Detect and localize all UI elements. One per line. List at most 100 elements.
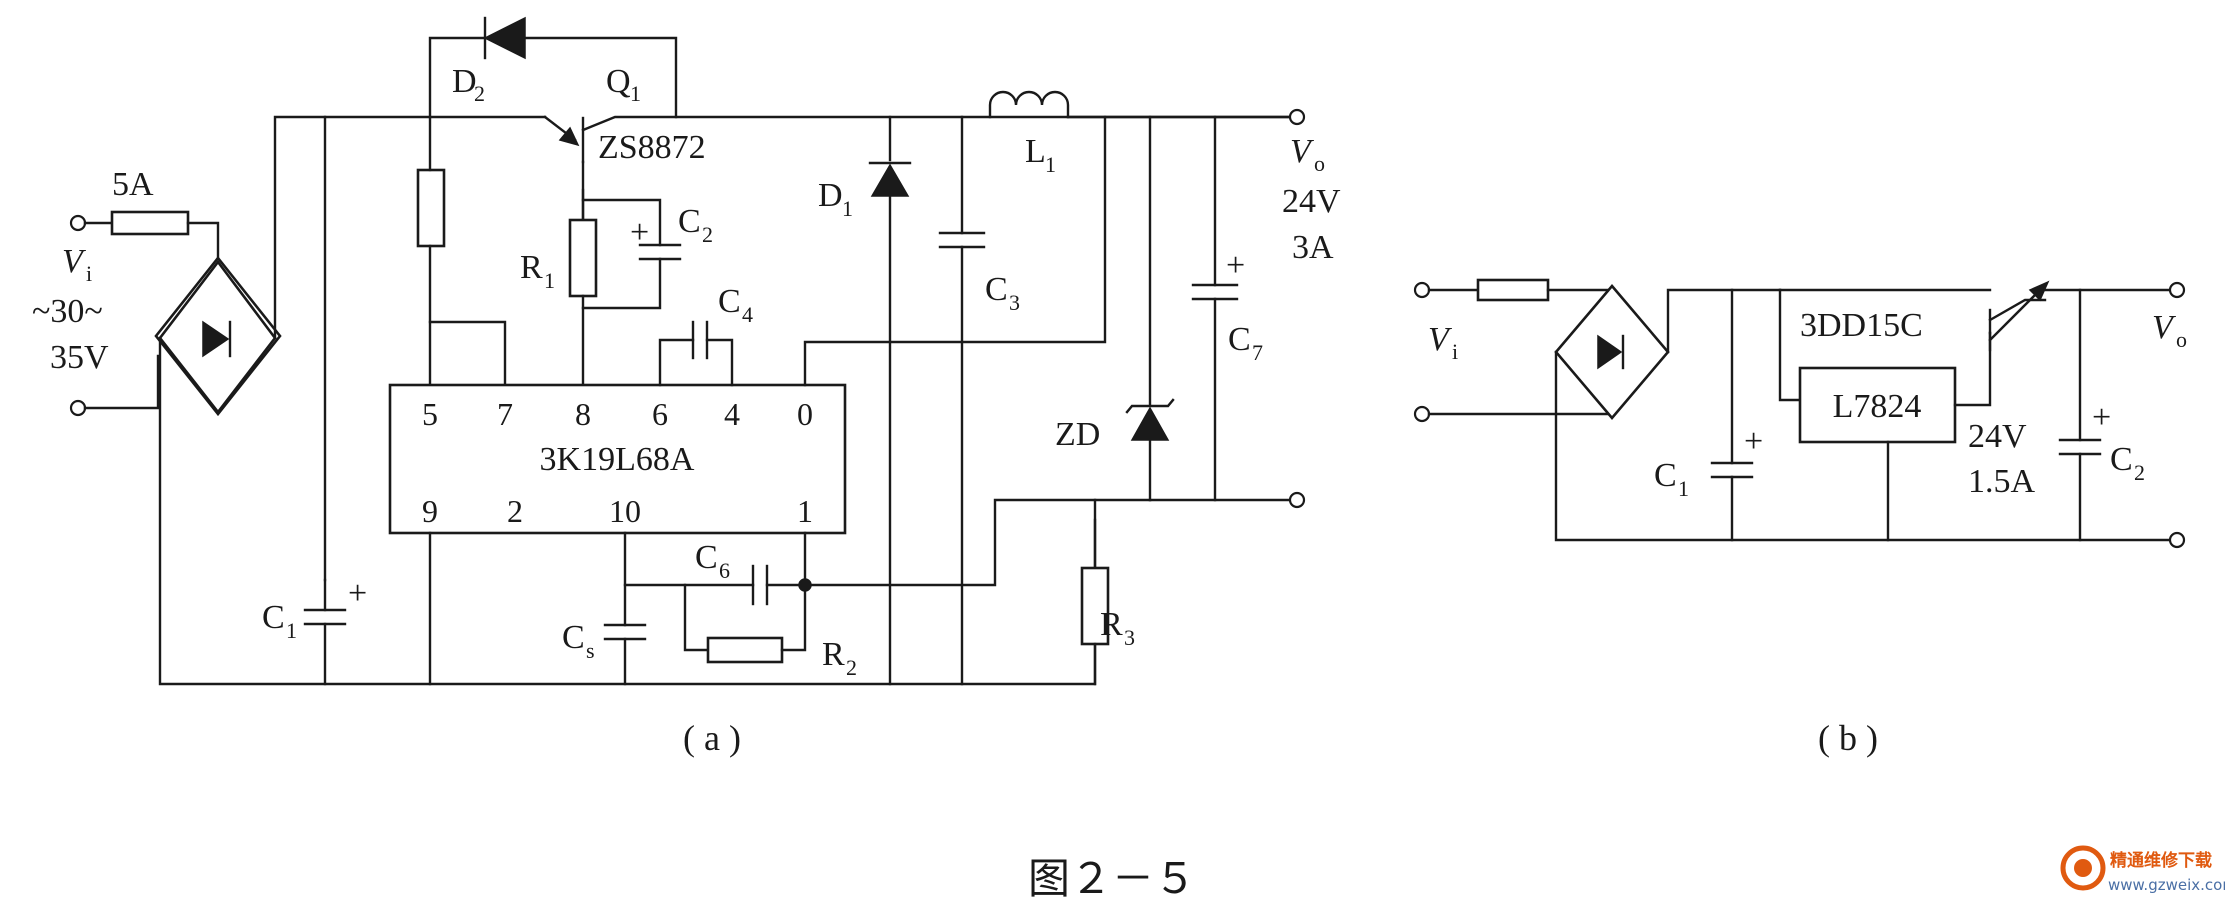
d1-label: D bbox=[818, 177, 843, 214]
wire bbox=[780, 531, 807, 652]
l1-label-sub: 1 bbox=[1045, 152, 1056, 177]
output-voltage-sub: o bbox=[1314, 151, 1325, 176]
b-output-voltage-label: V bbox=[2152, 309, 2177, 346]
c2-label: C bbox=[678, 203, 701, 240]
output-terminal-top bbox=[1288, 108, 1306, 126]
panel-a-caption: ( a ) bbox=[683, 718, 741, 758]
ic-pin-label: 6 bbox=[652, 396, 668, 432]
ic-pin-label: 7 bbox=[497, 396, 513, 432]
output-voltage-label: V bbox=[1290, 133, 1315, 170]
b-c1-label-sub: 1 bbox=[1678, 476, 1689, 501]
l1-label: L bbox=[1025, 133, 1046, 170]
b-transistor-model: 3DD15C bbox=[1800, 307, 1923, 344]
q1-model: ZS8872 bbox=[598, 129, 706, 166]
b-c1-label: C bbox=[1654, 457, 1677, 494]
d2-diode-icon bbox=[483, 16, 526, 60]
svg-text:+: + bbox=[1226, 247, 1245, 284]
wire bbox=[581, 257, 662, 310]
r2-label: R bbox=[822, 636, 845, 673]
watermark-line1: 精通维修下载 bbox=[2110, 850, 2212, 871]
output-current-value: 3A bbox=[1292, 229, 1334, 266]
ic-pin-label: 1 bbox=[797, 493, 813, 529]
d1-diode-icon bbox=[870, 163, 910, 197]
bridge-diode-icon bbox=[202, 320, 230, 358]
b-fuse bbox=[1476, 278, 1550, 302]
panel-a: + + 3K19L68A 5 7 8 6 4 0 9 bbox=[32, 16, 1341, 758]
wire bbox=[705, 338, 734, 387]
wire bbox=[803, 498, 1152, 587]
input-range-line2: 35V bbox=[50, 339, 109, 376]
c6-label: C bbox=[695, 539, 718, 576]
r1-label-sub: 1 bbox=[544, 268, 555, 293]
ic-pin-label: 2 bbox=[507, 493, 523, 529]
b-output-current-value: 1.5A bbox=[1968, 463, 2036, 500]
b-c2-label: C bbox=[2110, 441, 2133, 478]
watermark-line2: www.gzweix.com bbox=[2108, 876, 2225, 894]
ic-pin-label: 8 bbox=[575, 396, 591, 432]
output-voltage-value: 24V bbox=[1282, 183, 1341, 220]
b-c2-label-sub: 2 bbox=[2134, 460, 2145, 485]
wire bbox=[1988, 298, 2047, 322]
c4-label: C bbox=[718, 283, 741, 320]
input-range-line1: ~30~ bbox=[32, 293, 103, 330]
b-input-voltage-label: V bbox=[1428, 321, 1453, 358]
panel-b: + L7824 + V i 3DD15C V o 24V 1.5A C 1 C … bbox=[1413, 278, 2187, 758]
regulator-name: L7824 bbox=[1833, 388, 1922, 425]
wire bbox=[1778, 288, 1802, 402]
wire bbox=[273, 115, 547, 340]
fuse bbox=[110, 210, 190, 236]
b-output-terminal-bottom bbox=[2168, 531, 2186, 549]
wire bbox=[428, 320, 507, 387]
cs-label-sub: s bbox=[586, 638, 595, 663]
r-bias-resistor bbox=[416, 168, 446, 248]
wire bbox=[1666, 288, 1782, 354]
q1-arrow-icon bbox=[558, 126, 580, 147]
wire bbox=[1953, 331, 1992, 407]
r1-resistor bbox=[568, 218, 598, 298]
c3-label: C bbox=[985, 271, 1008, 308]
ic-pin-label: 5 bbox=[422, 396, 438, 432]
q1-label-sub: 1 bbox=[630, 81, 641, 106]
c1-label: C bbox=[262, 599, 285, 636]
cs-label: C bbox=[562, 619, 585, 656]
wire bbox=[581, 198, 662, 247]
b-input-terminal-bottom bbox=[1413, 405, 1431, 423]
d1-label-sub: 1 bbox=[842, 196, 853, 221]
c2-label-sub: 2 bbox=[702, 222, 713, 247]
wire bbox=[658, 338, 695, 387]
d2-label: D bbox=[452, 63, 477, 100]
q1-label: Q bbox=[606, 63, 631, 100]
c7-label-sub: 7 bbox=[1252, 340, 1263, 365]
b-input-voltage-sub: i bbox=[1452, 339, 1458, 364]
zd-zener-icon bbox=[1130, 406, 1170, 441]
r3-label-sub: 3 bbox=[1124, 625, 1135, 650]
wire bbox=[683, 583, 710, 652]
r3-label: R bbox=[1100, 606, 1123, 643]
b-output-voltage-value: 24V bbox=[1968, 418, 2027, 455]
d2-label-sub: 2 bbox=[474, 81, 485, 106]
wire bbox=[83, 354, 160, 410]
c3-label-sub: 3 bbox=[1009, 290, 1020, 315]
watermark-logo: 精通维修下载 www.gzweix.com bbox=[2060, 845, 2225, 894]
b-transistor-emitter bbox=[1988, 288, 2042, 342]
r1-label: R bbox=[520, 249, 543, 286]
wire bbox=[428, 36, 487, 119]
input-terminal-bottom bbox=[69, 399, 87, 417]
svg-text:+: + bbox=[348, 575, 367, 612]
figure-title: 图２－５ bbox=[1028, 857, 1196, 903]
c6-label-sub: 6 bbox=[719, 558, 730, 583]
b-output-voltage-sub: o bbox=[2176, 327, 2187, 352]
fuse-rating: 5A bbox=[112, 166, 154, 203]
svg-text:+: + bbox=[2092, 399, 2111, 436]
ic-pin-label: 10 bbox=[609, 493, 641, 529]
input-voltage-sub: i bbox=[86, 261, 92, 286]
input-voltage-label: V bbox=[62, 243, 87, 280]
r2-label-sub: 2 bbox=[846, 655, 857, 680]
wire bbox=[581, 115, 1292, 132]
zener-bar bbox=[1125, 398, 1175, 414]
ic-pin-label: 0 bbox=[797, 396, 813, 432]
wire bbox=[186, 221, 220, 260]
ic-name: 3K19L68A bbox=[540, 441, 695, 478]
l7824-regulator bbox=[1798, 366, 1957, 444]
b-bridge-diode-icon bbox=[1597, 334, 1623, 370]
